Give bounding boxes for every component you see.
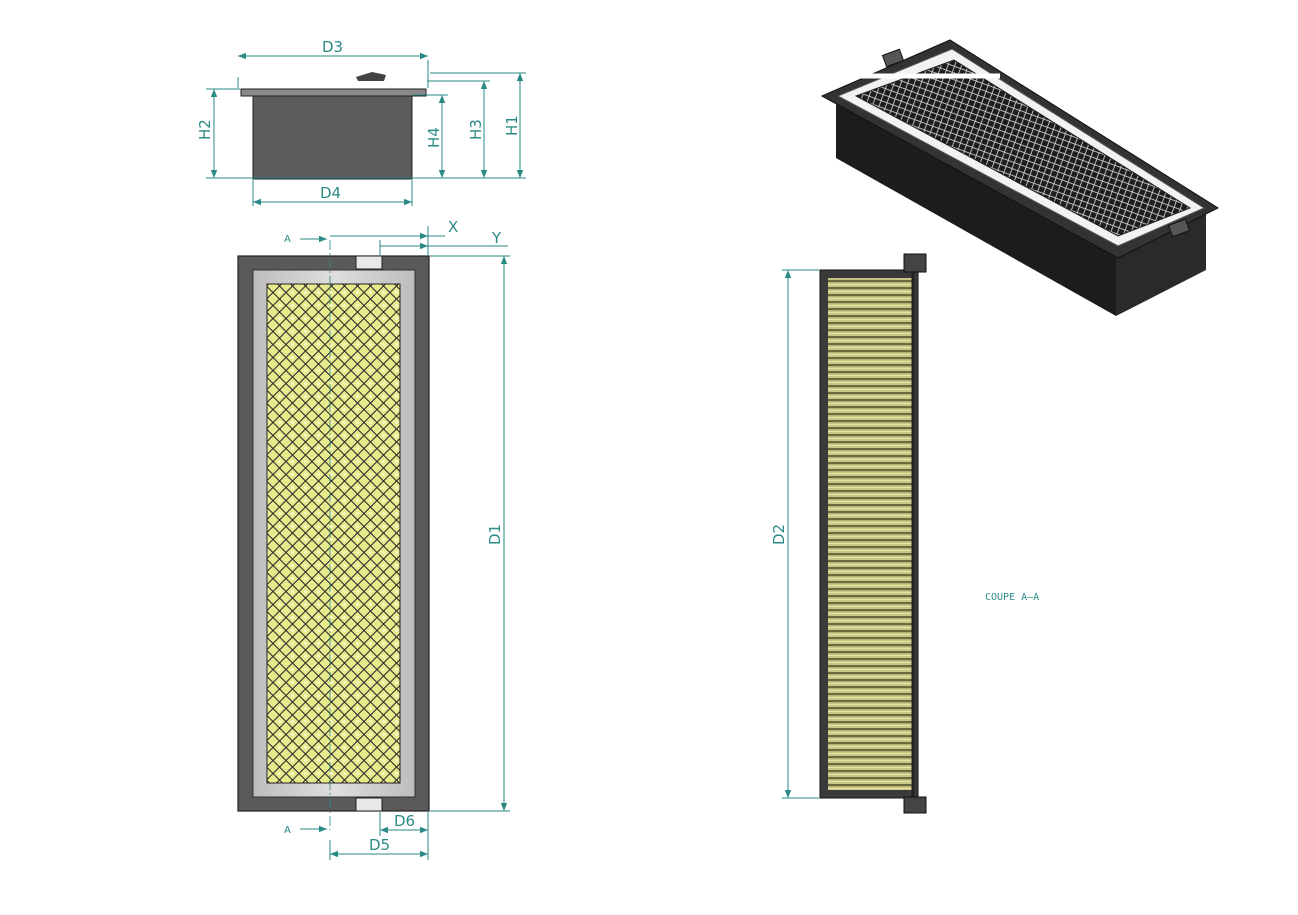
dim-y: Y — [491, 229, 502, 247]
dim-d1: D1 — [486, 524, 504, 545]
section-pleats — [828, 278, 913, 790]
isometric-view — [820, 39, 1220, 316]
dim-h3: H3 — [467, 119, 485, 140]
elevation-flange — [240, 88, 427, 97]
plan-filter-media — [266, 283, 401, 784]
dim-d6: D6 — [394, 812, 415, 830]
section-view: D2 COUPE A–A — [770, 253, 1039, 814]
dim-h4: H4 — [425, 127, 443, 148]
plan-clip-top — [355, 255, 383, 270]
dim-d2: D2 — [770, 524, 788, 545]
plan-view: A A X Y D1 D6 D5 — [237, 218, 510, 860]
section-clip-bottom — [903, 796, 927, 814]
section-marker-bottom: A — [284, 825, 291, 836]
dim-d3: D3 — [322, 38, 343, 56]
dim-d4: D4 — [320, 184, 341, 202]
iso-clip-top — [881, 48, 905, 68]
dim-d5: D5 — [369, 836, 390, 854]
iso-body-right — [1116, 208, 1206, 316]
iso-body-left — [836, 104, 1116, 316]
section-marker-top: A — [284, 234, 291, 245]
dim-h1: H1 — [503, 115, 521, 136]
section-label: COUPE A–A — [985, 592, 1039, 603]
section-clip-top — [903, 253, 927, 273]
iso-mesh — [854, 59, 1192, 237]
dim-x: X — [448, 218, 458, 236]
elevation-clip — [356, 72, 386, 81]
elevation-body — [252, 94, 413, 180]
elevation-view: D3 D4 H2 H4 H3 H1 — [196, 38, 526, 206]
dim-h2: H2 — [196, 119, 214, 140]
plan-clip-bottom — [355, 797, 383, 812]
iso-clip-bottom — [1167, 218, 1191, 238]
